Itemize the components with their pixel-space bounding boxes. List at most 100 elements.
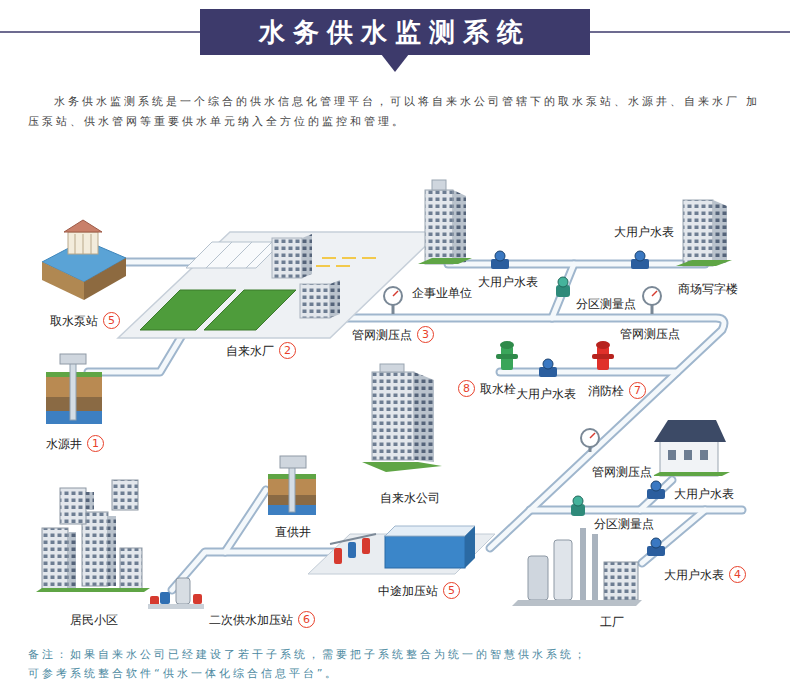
- pressure-gauge-icon: [393, 291, 398, 296]
- house-icon: [654, 420, 726, 442]
- booster-station-icon: [385, 536, 465, 568]
- pipe-network: [552, 264, 574, 318]
- title-banner: [381, 54, 409, 72]
- direct-well-icon: [280, 456, 306, 468]
- station-label: 大用户水表: [612, 224, 676, 240]
- numbered-station: 管网测压点3: [350, 326, 434, 343]
- source-well-icon: [60, 354, 86, 364]
- residential-buildings-icon: [86, 492, 94, 510]
- station-name: 取水泵站: [48, 313, 100, 329]
- flow-meter-icon: [571, 496, 585, 516]
- pressure-gauge-icon: [643, 287, 661, 305]
- hydrant-icon: [496, 341, 614, 370]
- mall-building-icon: [676, 200, 732, 266]
- booster-station-icon: [348, 542, 356, 558]
- mall-building-icon: [713, 200, 727, 266]
- residential-buildings-icon: [68, 532, 76, 590]
- booster-station-icon: [334, 548, 342, 564]
- pipe-network: [500, 368, 677, 377]
- secondary-pump-icon: [160, 592, 170, 604]
- hydrant-icon: [500, 341, 514, 349]
- water-plant-icon: [330, 280, 340, 318]
- flow-meter-icon: [558, 277, 568, 287]
- secondary-pump-icon: [148, 604, 204, 609]
- residential-buildings-icon: [120, 548, 142, 590]
- note-text: 备注：如果自来水公司已经建设了若干子系统，需要把子系统整合为统一的智慧供水系统；…: [28, 645, 600, 683]
- office-building-icon: [418, 258, 472, 264]
- water-plant-icon: [302, 234, 312, 278]
- station-label: 自来水公司: [378, 490, 442, 506]
- water-meter-icon: [543, 359, 553, 369]
- water-meter-icon: [495, 251, 505, 261]
- flow-meter-icon: [556, 277, 570, 297]
- water-plant-icon: [118, 232, 440, 338]
- intake-pump-station-icon: [42, 262, 84, 300]
- water-plant-icon: [186, 242, 282, 268]
- water-meter-icon: [539, 359, 557, 377]
- water-plant-icon: [118, 232, 440, 338]
- pipe-network: [225, 490, 266, 552]
- pipe-network: [530, 506, 742, 515]
- water-meter-icon: [491, 251, 665, 556]
- intake-pump-station-icon: [42, 220, 126, 300]
- pipe-network: [88, 262, 742, 590]
- water-meter-icon: [491, 251, 509, 269]
- callout-number: 6: [298, 611, 315, 628]
- pressure-gauge-icon: [581, 429, 599, 447]
- pressure-gauge-icon: [652, 291, 657, 296]
- station-label: 工厂: [598, 614, 626, 630]
- house-icon: [700, 450, 708, 460]
- numbered-station: 8取水栓: [458, 380, 518, 397]
- pressure-gauge-icon: [392, 305, 395, 314]
- water-plant-icon: [342, 257, 356, 259]
- water-plant-icon: [362, 257, 376, 259]
- mall-building-icon: [676, 260, 732, 266]
- water-plant-icon: [300, 284, 330, 318]
- title-banner: [200, 9, 590, 55]
- water-meter-icon: [651, 538, 661, 548]
- office-building-icon: [432, 180, 446, 190]
- callout-number: 2: [279, 342, 296, 359]
- station-name: 大用户水表: [662, 567, 726, 583]
- intake-pump-station-icon: [75, 234, 76, 254]
- residential-buildings-icon: [112, 480, 138, 510]
- company-building-icon: [372, 372, 414, 460]
- house-icon: [668, 450, 676, 460]
- pressure-gauge-icon: [651, 305, 654, 314]
- pipe-network: [640, 480, 672, 510]
- pressure-gauge-icon: [384, 287, 661, 452]
- company-building-icon: [362, 462, 442, 472]
- intake-pump-station-icon: [83, 234, 84, 254]
- booster-station-icon: [308, 526, 495, 574]
- intake-pump-station-icon: [64, 220, 102, 232]
- pipe-network: [500, 370, 677, 375]
- water-plant-icon: [336, 265, 350, 267]
- station-name: 二次供水加压站: [207, 612, 295, 628]
- water-meter-icon: [647, 538, 665, 556]
- residential-buildings-icon: [36, 480, 150, 592]
- callout-number: 7: [629, 382, 646, 399]
- pressure-gauge-icon: [384, 287, 402, 305]
- factory-icon: [554, 540, 572, 600]
- intake-pump-station-icon: [68, 232, 98, 254]
- factory-icon: [512, 528, 642, 606]
- hydrant-icon: [496, 354, 518, 359]
- factory-icon: [604, 562, 638, 600]
- station-label: 管网测压点: [590, 464, 654, 480]
- station-label: 企事业单位: [410, 285, 474, 301]
- pipe-network: [640, 480, 672, 510]
- station-name: 消防栓: [586, 383, 626, 399]
- intake-pump-station-icon: [91, 234, 92, 254]
- water-meter-icon: [647, 481, 665, 499]
- callout-number: 5: [103, 312, 120, 329]
- title-banner: [0, 9, 790, 72]
- water-plant-icon: [226, 242, 252, 268]
- station-name: 中途加压站: [376, 583, 440, 599]
- water-plant-icon: [204, 290, 296, 330]
- callout-number: 1: [87, 435, 104, 452]
- hydrant-icon: [592, 354, 614, 359]
- company-building-icon: [414, 372, 434, 462]
- booster-station-icon: [465, 526, 475, 568]
- factory-icon: [592, 534, 598, 600]
- water-plant-icon: [316, 265, 330, 267]
